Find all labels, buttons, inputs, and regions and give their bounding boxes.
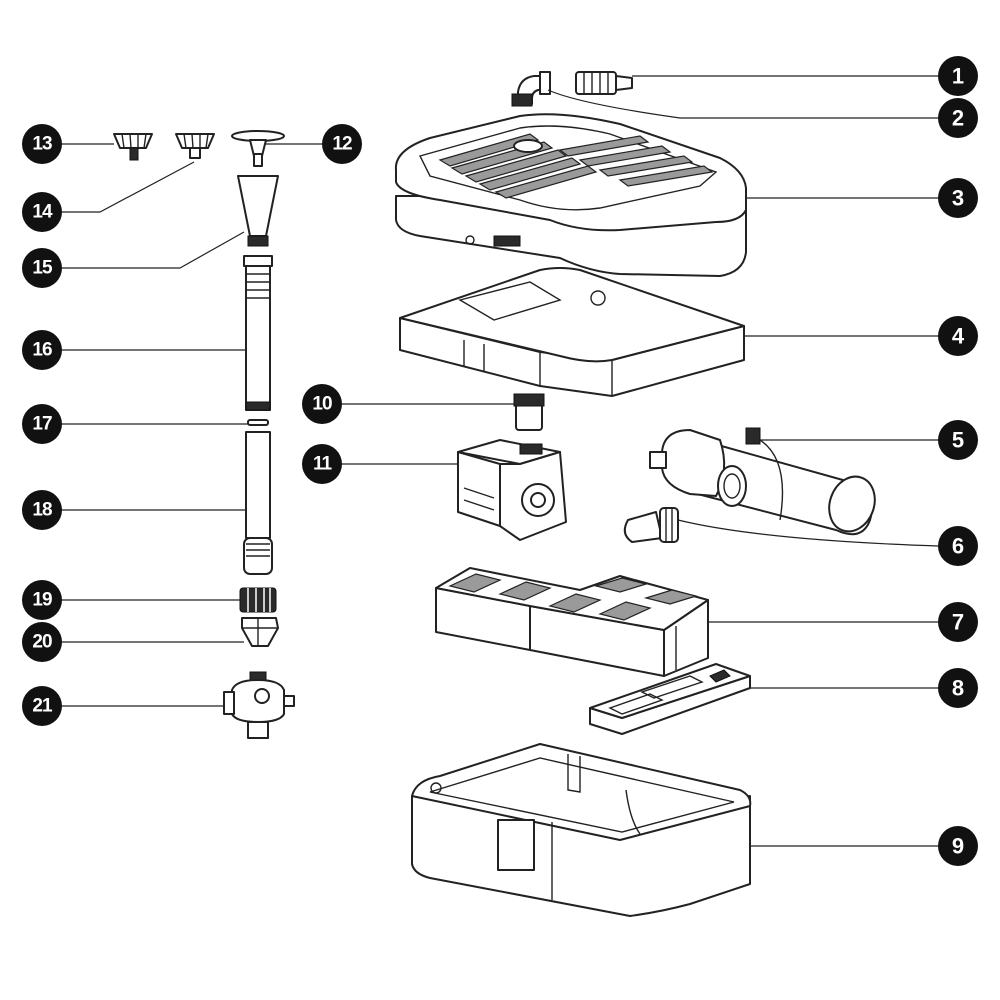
leader-2 — [547, 89, 938, 119]
callout-label: 5 — [952, 428, 964, 453]
fountain-spray-nozzle — [175, 133, 215, 159]
callout-label: 3 — [952, 186, 964, 211]
callout-9: 9 — [938, 826, 978, 866]
callout-label: 15 — [32, 258, 53, 279]
callout-7: 7 — [938, 602, 978, 642]
threaded-connector — [239, 587, 277, 613]
callout-17: 17 — [22, 404, 62, 444]
callout-13: 13 — [22, 124, 62, 164]
callout-label: 7 — [952, 610, 964, 635]
callout-label: 8 — [952, 676, 964, 701]
hose-elbow — [623, 507, 679, 543]
fountain-jet-nozzle — [113, 133, 153, 161]
callout-label: 13 — [32, 134, 52, 155]
leader-6 — [677, 519, 939, 547]
callout-label: 9 — [952, 834, 964, 859]
flow-valve-t-piece — [223, 671, 295, 739]
callout-2: 2 — [938, 98, 978, 138]
pump — [457, 439, 567, 541]
callout-12: 12 — [322, 124, 362, 164]
lid-vent-slots — [438, 133, 714, 199]
callout-19: 19 — [22, 580, 62, 620]
callout-3: 3 — [938, 178, 978, 218]
nozzle-adapter — [237, 175, 279, 247]
plug-connector — [575, 71, 633, 95]
leader-14 — [62, 161, 195, 213]
callout-label: 2 — [952, 106, 964, 131]
filter-lid — [394, 113, 747, 277]
callout-label: 17 — [32, 414, 52, 435]
callout-15: 15 — [22, 248, 62, 288]
leader-lines — [62, 75, 939, 847]
fountain-bell-nozzle — [231, 130, 285, 167]
callout-label: 4 — [952, 324, 965, 349]
o-ring — [247, 419, 269, 426]
extension-tube-lower — [243, 431, 273, 575]
callout-11: 11 — [302, 444, 342, 484]
callout-20: 20 — [22, 622, 62, 662]
callout-label: 19 — [32, 590, 52, 611]
callout-label: 20 — [32, 632, 52, 653]
pump-adapter — [513, 393, 545, 431]
callout-18: 18 — [22, 490, 62, 530]
callout-label: 6 — [952, 534, 964, 559]
callout-4: 4 — [938, 316, 978, 356]
sponge-pad — [399, 267, 745, 397]
filter-housing — [411, 743, 752, 917]
callout-5: 5 — [938, 420, 978, 460]
callout-21: 21 — [22, 686, 62, 726]
uv-clarifier — [649, 427, 876, 536]
reducer-connector — [241, 617, 279, 647]
callout-6: 6 — [938, 526, 978, 566]
callout-label: 10 — [312, 394, 332, 415]
callout-10: 10 — [302, 384, 342, 424]
callout-label: 14 — [32, 202, 53, 223]
callout-label: 12 — [332, 134, 352, 155]
elbow-fitting — [511, 71, 551, 107]
callout-14: 14 — [22, 192, 62, 232]
leader-15 — [62, 231, 245, 269]
callout-label: 1 — [952, 64, 964, 89]
callout-1: 1 — [938, 56, 978, 96]
callout-label: 18 — [32, 500, 52, 521]
callout-16: 16 — [22, 330, 62, 370]
callout-badges: 1 2 3 4 5 6 7 8 9 10 11 12 13 14 15 16 1… — [22, 56, 978, 866]
filter-media-blocks — [435, 567, 709, 677]
extension-tube-upper — [243, 255, 273, 411]
callout-label: 21 — [32, 696, 53, 717]
callout-label: 11 — [313, 454, 333, 475]
callout-label: 16 — [32, 340, 52, 361]
callout-8: 8 — [938, 668, 978, 708]
